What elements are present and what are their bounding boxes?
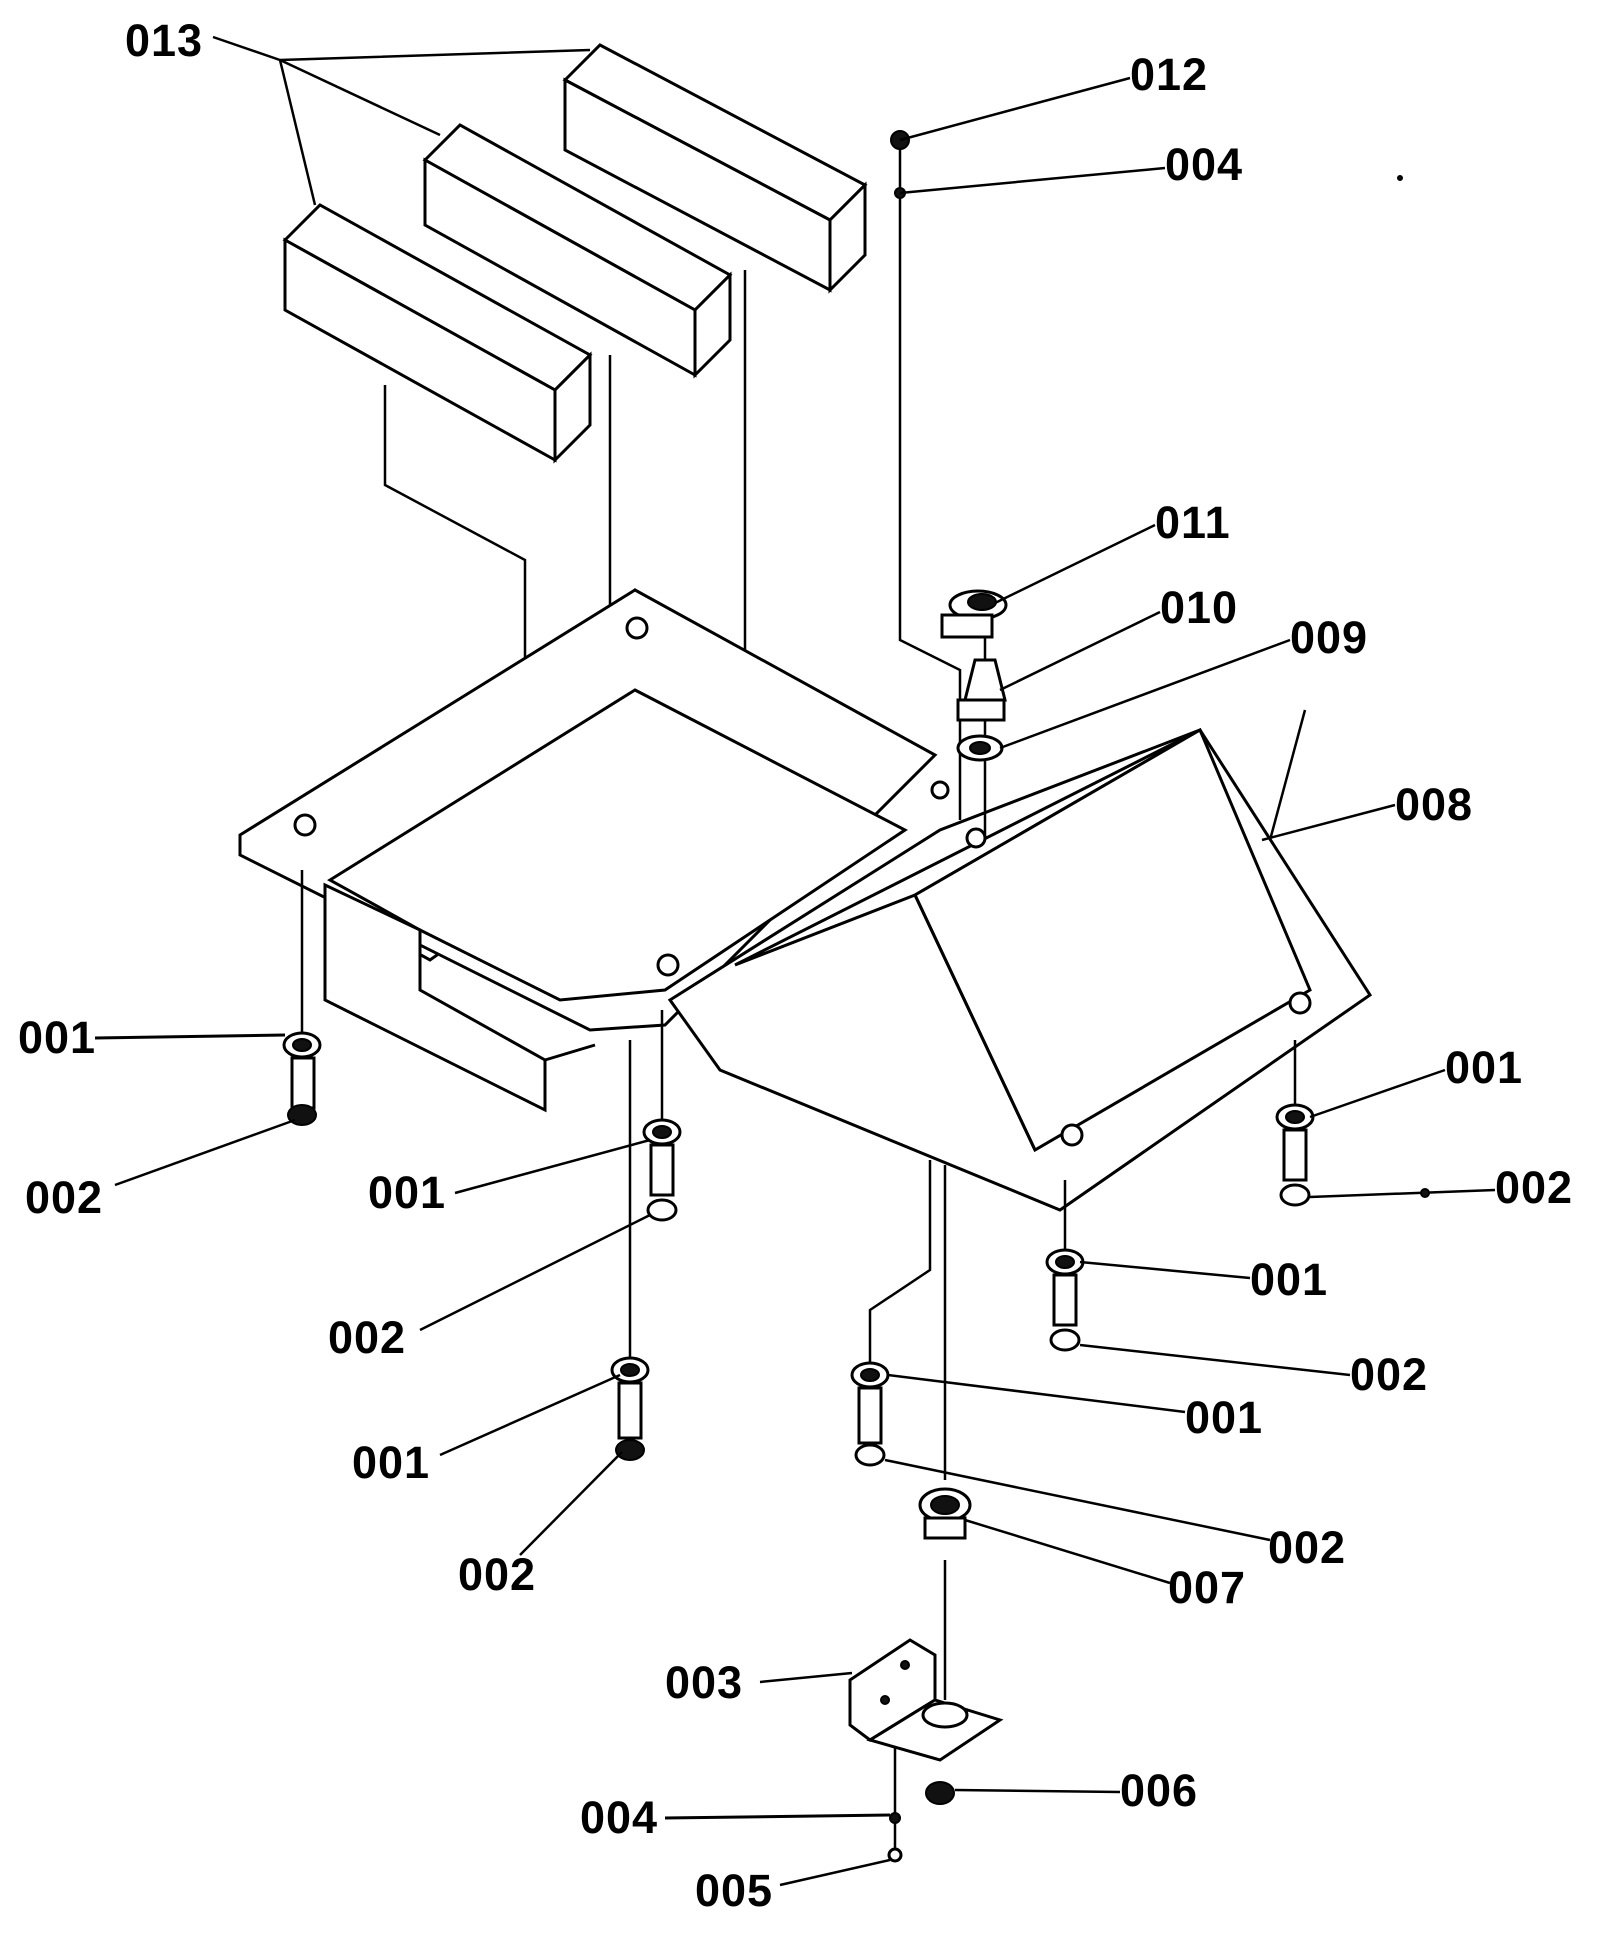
part-011-knob <box>940 589 1008 639</box>
leaders-feet <box>94 1033 1496 1556</box>
base-plate <box>238 588 950 1113</box>
callout-003: 003 <box>665 1657 744 1708</box>
part-013-block-right <box>562 43 868 294</box>
callout-004-top: 004 <box>1165 139 1244 190</box>
callout-001-c: 001 <box>352 1437 431 1488</box>
callout-001-a: 001 <box>18 1012 97 1063</box>
part-007-grommet <box>918 1487 972 1540</box>
callout-002-b: 002 <box>328 1312 407 1363</box>
callout-001-e: 001 <box>1250 1254 1329 1305</box>
part-010-nut <box>956 658 1007 722</box>
top-hardware-axis <box>898 140 987 840</box>
leaders-bottom <box>664 175 1403 1887</box>
part-004-washer-bottom <box>889 1812 901 1824</box>
callout-001-f: 001 <box>1445 1042 1524 1093</box>
callout-002-e: 002 <box>1350 1349 1429 1400</box>
part-005-screw <box>887 1847 903 1863</box>
callout-004-bottom: 004 <box>580 1792 659 1843</box>
foot-b <box>642 1010 682 1222</box>
part-008-cover <box>667 727 1373 1212</box>
callout-009: 009 <box>1290 612 1369 663</box>
part-013-block-middle <box>422 123 733 379</box>
callout-002-d: 002 <box>1268 1522 1347 1573</box>
callout-002-a: 002 <box>25 1172 104 1223</box>
callout-005: 005 <box>695 1865 774 1916</box>
callout-013: 013 <box>125 15 204 66</box>
callout-007: 007 <box>1168 1562 1247 1613</box>
foot-e <box>1045 1180 1085 1352</box>
callout-008: 008 <box>1395 779 1474 830</box>
foot-d <box>850 1160 932 1467</box>
callout-010: 010 <box>1160 582 1239 633</box>
callout-001-d: 001 <box>1185 1392 1264 1443</box>
part-006-nut <box>925 1781 955 1805</box>
leaders-013 <box>212 35 591 206</box>
part-013-block-left <box>282 203 593 464</box>
foot-f <box>1275 1040 1315 1207</box>
callout-012: 012 <box>1130 49 1209 100</box>
callout-011: 011 <box>1155 497 1231 548</box>
part-003-bracket <box>848 1638 1004 1762</box>
leaders-top-hardware <box>899 76 1396 842</box>
bottom-axis <box>893 1165 947 1850</box>
foot-c <box>610 1040 650 1461</box>
part-009-washer <box>956 734 1004 762</box>
callout-002-c: 002 <box>458 1549 537 1600</box>
callout-006: 006 <box>1120 1765 1199 1816</box>
callout-002-f: 002 <box>1495 1162 1574 1213</box>
callout-001-b: 001 <box>368 1167 447 1218</box>
foot-a <box>282 870 322 1126</box>
